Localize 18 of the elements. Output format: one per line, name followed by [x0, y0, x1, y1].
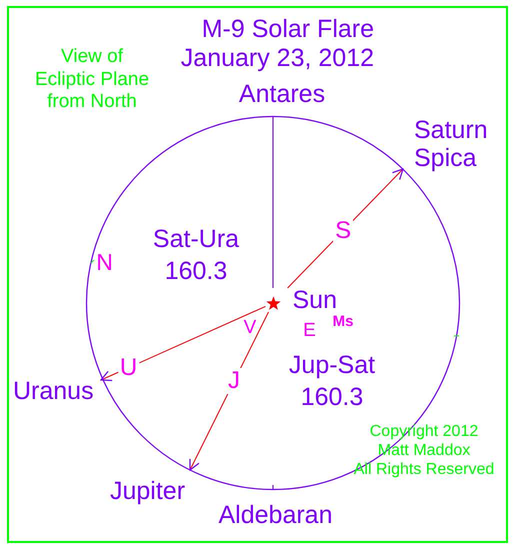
planet-label: Saturn [414, 116, 488, 144]
connector-line [272, 116, 274, 288]
edge-label: S [333, 218, 354, 244]
angle-label: Sat-Ura 160.3 [152, 224, 240, 287]
title: M-9 Solar Flare January 23, 2012 [180, 15, 374, 74]
planet-letter: V [244, 318, 256, 336]
sun-label: Sun [292, 288, 337, 312]
planet-letter: N [96, 248, 113, 274]
angle-label: Jup-Sat 160.3 [288, 350, 376, 413]
planet-letter: Ms [332, 313, 354, 330]
planet-letter: E [303, 320, 316, 342]
planet-label: Uranus [13, 377, 94, 405]
edge-label: J [226, 368, 242, 394]
view-note: View of Ecliptic Plane from North [34, 46, 150, 114]
star-label: Aldebaran [218, 501, 332, 529]
star-label: Spica [414, 144, 477, 172]
star-label: Antares [238, 80, 326, 108]
planet-label: Jupiter [110, 477, 186, 505]
